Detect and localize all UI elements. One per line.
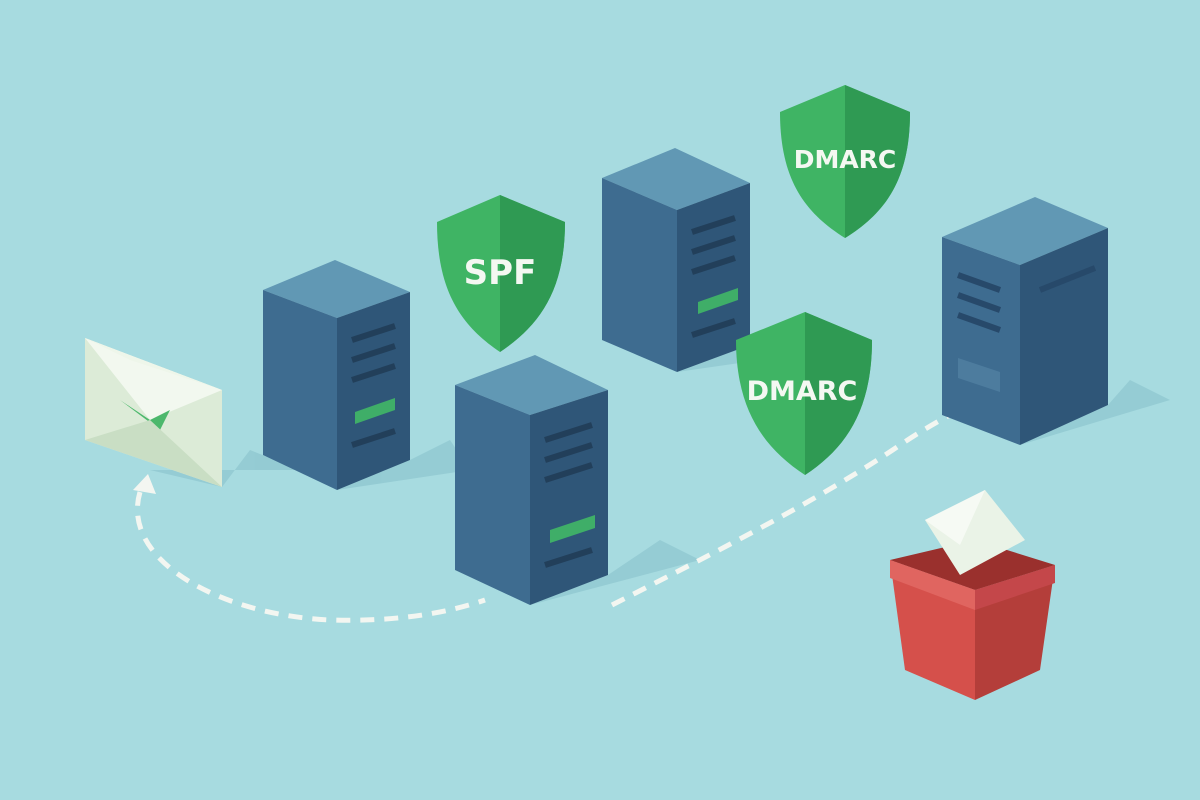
status-light (550, 515, 595, 543)
dashed-path-forward (610, 402, 970, 608)
dashed-path-return (135, 491, 486, 623)
arrow-head-icon (133, 474, 156, 494)
shield-label: DMARC (747, 376, 858, 407)
status-light (698, 288, 738, 314)
server-3 (602, 148, 750, 372)
shield-label: SPF (464, 253, 537, 293)
server-4-recipient (942, 197, 1108, 445)
dmarc-shield-top: DMARC (780, 85, 910, 238)
shield-label: DMARC (794, 145, 897, 174)
envelope-icon (85, 338, 222, 487)
dmarc-shield-bottom: DMARC (736, 312, 872, 475)
spf-shield: SPF (437, 195, 565, 352)
spam-bin-icon (890, 490, 1055, 700)
status-light (355, 398, 395, 424)
server-1 (263, 260, 410, 490)
server-2 (455, 355, 608, 605)
